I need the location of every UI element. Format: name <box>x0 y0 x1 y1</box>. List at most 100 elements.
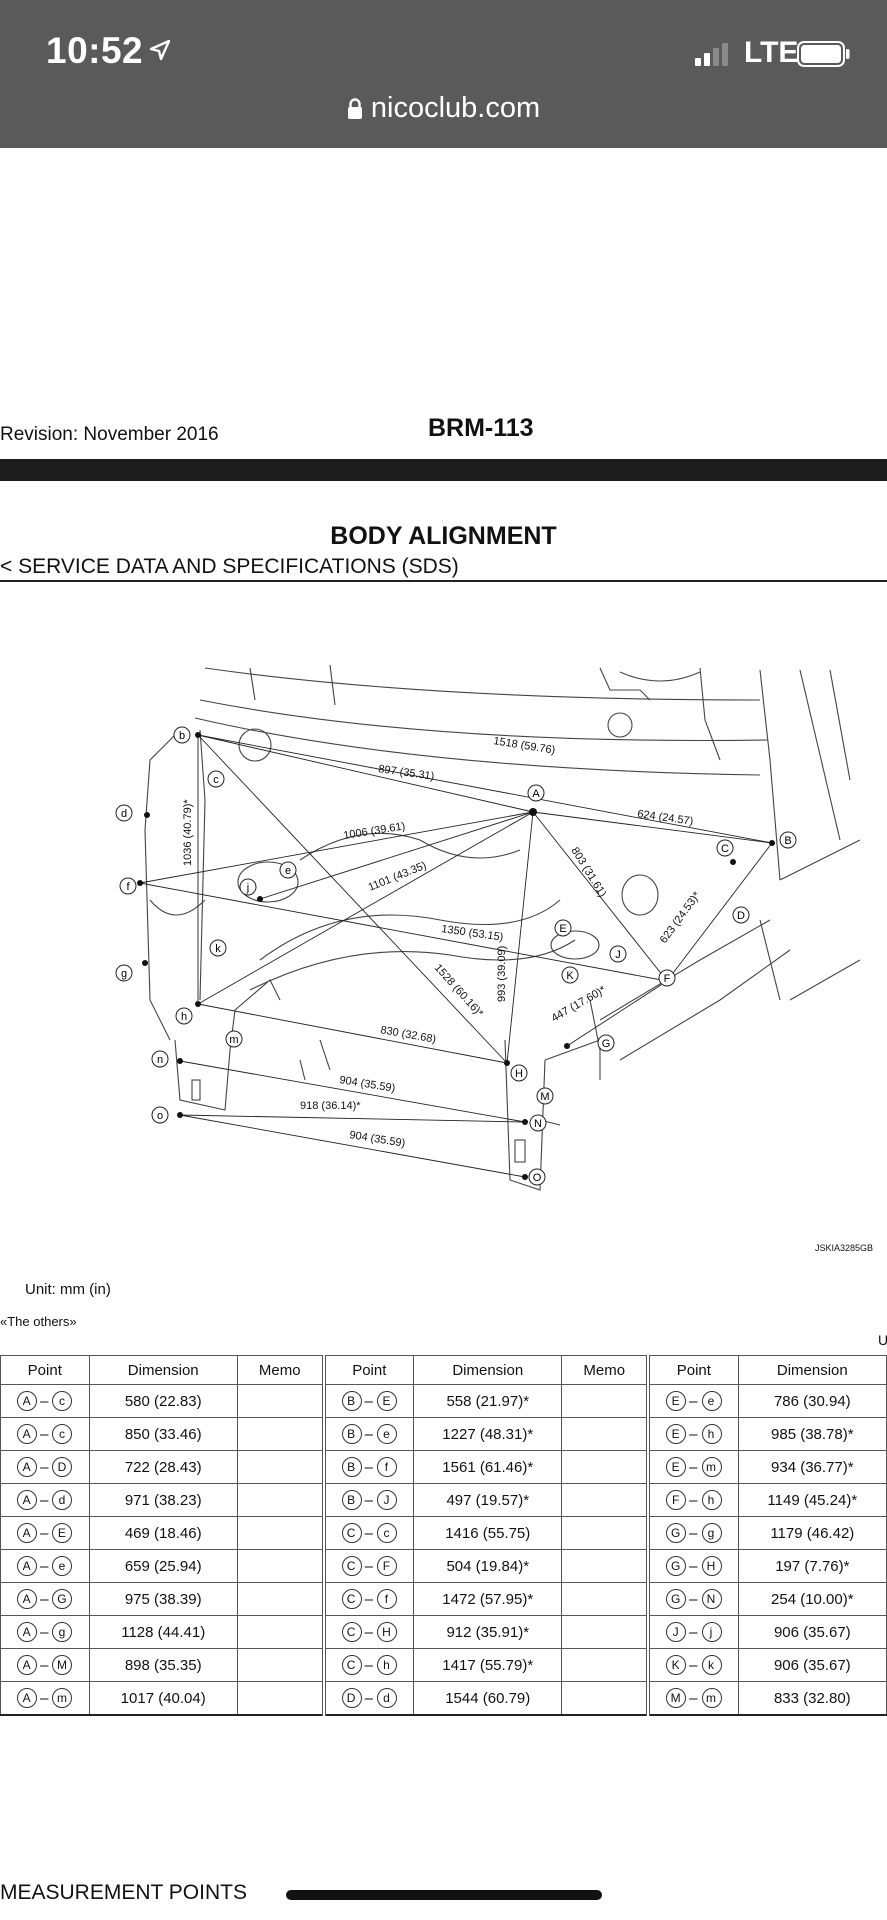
point-code: A <box>17 1490 38 1510</box>
dash: – <box>40 1656 50 1674</box>
point-label-B: B <box>779 831 797 849</box>
point-cell: A–g <box>0 1615 90 1649</box>
dimension-cell: 1561 (61.46)* <box>413 1450 563 1484</box>
dimension-cell: 985 (38.78)* <box>737 1417 887 1451</box>
point-label-M: M <box>536 1087 554 1105</box>
memo-cell <box>236 1417 326 1451</box>
dimension-cell: 1416 (55.75) <box>413 1516 563 1550</box>
point-cell: B–J <box>323 1483 415 1517</box>
col-header-memo: Memo <box>236 1355 326 1385</box>
point-cell: C–f <box>323 1582 415 1616</box>
point-code: j <box>701 1622 722 1642</box>
point-label-N: N <box>529 1114 547 1132</box>
dimension-labels: 1518 (59.76) 897 (35.31) 624 (24.57) 103… <box>182 735 703 1150</box>
memo-cell <box>236 1384 326 1418</box>
point-cell: C–F <box>323 1549 415 1583</box>
point-code: A <box>17 1523 38 1543</box>
measurement-points-heading: MEASUREMENT POINTS <box>0 1881 247 1904</box>
dim-1006: 1006 (39.61) <box>343 820 406 842</box>
svg-text:J: J <box>615 949 621 961</box>
memo-cell <box>236 1615 326 1649</box>
dash: – <box>364 1491 374 1509</box>
col-header-dimension: Dimension <box>88 1355 238 1385</box>
dash: – <box>689 1491 699 1509</box>
point-code: G <box>52 1589 73 1609</box>
svg-text:G: G <box>602 1038 611 1050</box>
point-labels: A B C D E F G H J K M N O b c d e f g h … <box>115 726 797 1186</box>
dash: – <box>364 1656 374 1674</box>
point-code: H <box>701 1556 722 1576</box>
home-indicator[interactable] <box>286 1890 602 1900</box>
point-cell: E–h <box>647 1417 739 1451</box>
point-code: N <box>701 1589 722 1609</box>
point-code: H <box>376 1622 397 1642</box>
dash: – <box>689 1425 699 1443</box>
point-cell: D–d <box>323 1681 415 1716</box>
point-cell: A–c <box>0 1384 90 1418</box>
revision-text: Revision: November 2016 <box>0 424 219 445</box>
point-code: A <box>17 1556 38 1576</box>
point-cell: J–j <box>647 1615 739 1649</box>
point-cell: A–c <box>0 1417 90 1451</box>
dash: – <box>40 1458 50 1476</box>
dash: – <box>364 1557 374 1575</box>
dimension-cell: 898 (35.35) <box>88 1648 238 1682</box>
dimension-cell: 1227 (48.31)* <box>413 1417 563 1451</box>
svg-text:M: M <box>540 1091 549 1103</box>
dash: – <box>40 1524 50 1542</box>
dim-897: 897 (35.31) <box>378 763 435 783</box>
memo-cell <box>236 1582 326 1616</box>
measurement-lines <box>139 734 773 1178</box>
point-code: D <box>52 1457 73 1477</box>
memo-cell <box>236 1681 326 1716</box>
point-code: e <box>52 1556 73 1576</box>
url-text: nicoclub.com <box>370 92 541 124</box>
point-code: A <box>17 1688 38 1708</box>
dimension-cell: 786 (30.94) <box>737 1384 887 1418</box>
point-cell: M–m <box>647 1681 739 1716</box>
point-code: A <box>17 1655 38 1675</box>
point-code: h <box>701 1424 722 1444</box>
point-cell: A–M <box>0 1648 90 1682</box>
dash: – <box>364 1524 374 1542</box>
breadcrumb: < SERVICE DATA AND SPECIFICATIONS (SDS) <box>0 555 459 578</box>
dimension-cell: 906 (35.67) <box>737 1648 887 1682</box>
dimension-cell: 254 (10.00)* <box>737 1582 887 1616</box>
dash: – <box>689 1458 699 1476</box>
point-label-m: m <box>225 1030 243 1048</box>
point-label-n: n <box>151 1050 169 1068</box>
address-bar[interactable]: nicoclub.com <box>0 92 887 125</box>
point-label-e: e <box>279 861 297 879</box>
point-code: D <box>341 1688 362 1708</box>
dash: – <box>40 1425 50 1443</box>
dimension-cell: 1017 (40.04) <box>88 1681 238 1716</box>
lock-icon <box>347 98 362 119</box>
point-label-F: F <box>658 969 676 987</box>
point-label-A: A <box>527 784 545 802</box>
dimension-cell: 469 (18.46) <box>88 1516 238 1550</box>
figure-reference: JSKIA3285GB <box>815 1243 874 1253</box>
dimension-cell: 722 (28.43) <box>88 1450 238 1484</box>
memo-cell <box>561 1384 651 1418</box>
col-header-dimension: Dimension <box>737 1355 887 1385</box>
svg-text:H: H <box>515 1068 523 1080</box>
svg-text:k: k <box>215 943 221 955</box>
dimension-cell: 1149 (45.24)* <box>737 1483 887 1517</box>
dash: – <box>40 1491 50 1509</box>
dash: – <box>364 1392 374 1410</box>
point-code: e <box>701 1391 722 1411</box>
dimension-cell: 1544 (60.79) <box>413 1681 563 1716</box>
dash: – <box>364 1623 374 1641</box>
point-code: m <box>52 1688 73 1708</box>
point-code: g <box>52 1622 73 1642</box>
svg-text:j: j <box>246 882 249 894</box>
col-header-dimension: Dimension <box>413 1355 563 1385</box>
dash: – <box>364 1425 374 1443</box>
dash: – <box>40 1392 50 1410</box>
point-cell: C–c <box>323 1516 415 1550</box>
location-arrow-icon <box>149 39 171 61</box>
dimension-cell: 833 (32.80) <box>737 1681 887 1716</box>
